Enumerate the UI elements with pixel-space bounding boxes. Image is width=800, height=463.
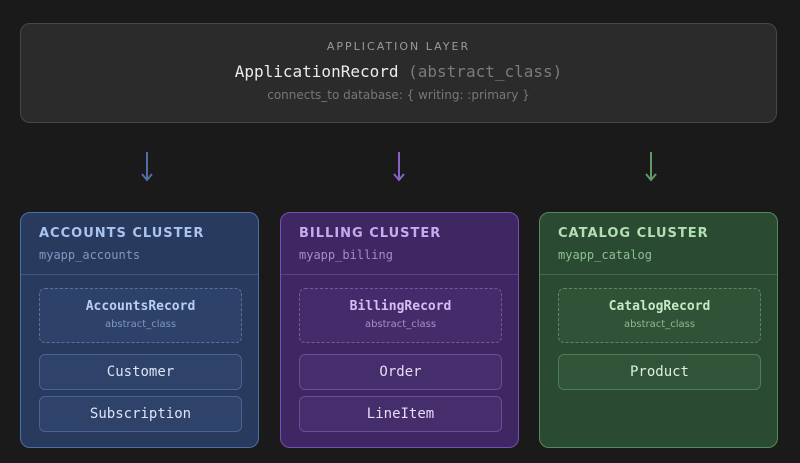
arrow-down-icon-catalog [645,152,657,182]
cluster-header: ACCOUNTS CLUSTER myapp_accounts [21,213,258,275]
model-box: Product [558,354,761,390]
abstract-record-box: AccountsRecord abstract_class [39,288,242,343]
abstract-record-box: BillingRecord abstract_class [299,288,502,343]
cluster-title: ACCOUNTS CLUSTER [39,226,205,241]
cluster-header: CATALOG CLUSTER myapp_catalog [540,213,777,275]
billing-cluster: BILLING CLUSTER myapp_billing BillingRec… [280,212,519,448]
abstract-record-name: BillingRecord [349,299,452,314]
model-box: Customer [39,354,242,390]
cluster-header: BILLING CLUSTER myapp_billing [281,213,518,275]
cluster-title: CATALOG CLUSTER [558,226,709,241]
model-box: LineItem [299,396,502,432]
cluster-database: myapp_accounts [39,248,141,262]
model-box: Order [299,354,502,390]
application-record-kind: (abstract_class) [408,62,563,81]
cluster-database: myapp_billing [299,248,393,262]
application-record-name: ApplicationRecord [234,62,399,81]
accounts-cluster: ACCOUNTS CLUSTER myapp_accounts Accounts… [20,212,259,448]
cluster-title: BILLING CLUSTER [299,226,442,241]
cluster-database: myapp_catalog [558,248,652,262]
arrow-down-icon-billing [393,152,405,182]
application-layer-label: APPLICATION LAYER [326,40,471,53]
abstract-record-box: CatalogRecord abstract_class [558,288,761,343]
arrow-down-icon-accounts [141,152,153,182]
abstract-record-name: CatalogRecord [608,299,711,314]
abstract-record-kind: abstract_class [104,319,177,330]
application-record-title: ApplicationRecord (abstract_class) [21,62,776,81]
abstract-record-kind: abstract_class [623,319,696,330]
abstract-record-kind: abstract_class [364,319,437,330]
application-layer-box: APPLICATION LAYER ApplicationRecord (abs… [20,23,777,123]
model-box: Subscription [39,396,242,432]
abstract-record-name: AccountsRecord [85,299,196,314]
connects-to-database: connects_to database: { writing: :primar… [267,88,530,102]
catalog-cluster: CATALOG CLUSTER myapp_catalog CatalogRec… [539,212,778,448]
